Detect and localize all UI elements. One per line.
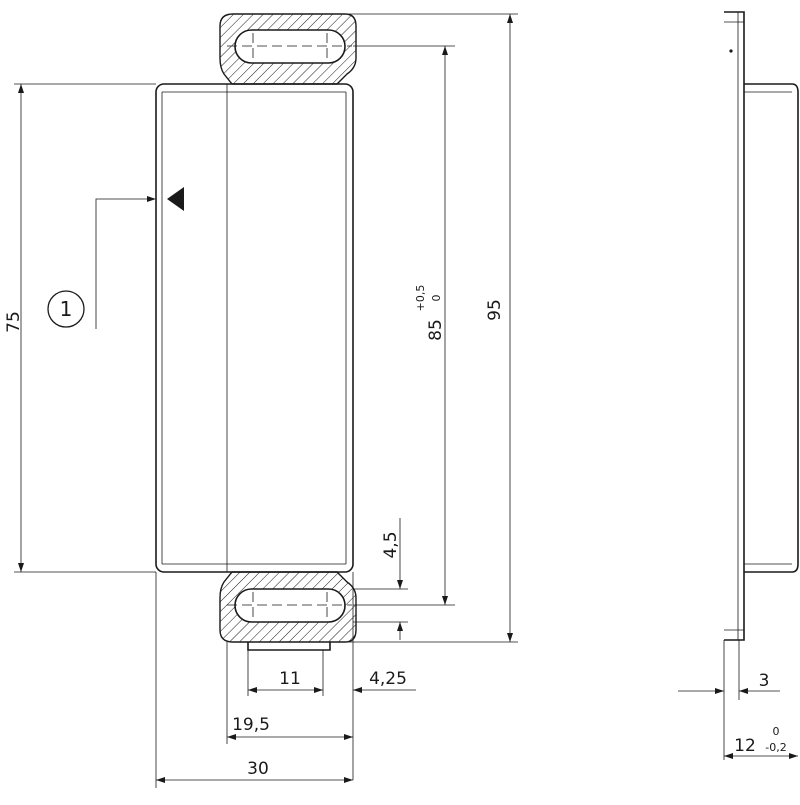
dimension-19-5: 19,5 (226, 642, 353, 744)
dim-label-95: 95 (485, 299, 505, 321)
housing-body (155, 83, 354, 573)
side-view-dot (729, 49, 733, 53)
dim-label-3: 3 (759, 671, 770, 691)
dim-label-12: 12 (734, 736, 756, 756)
dimension-95: 95 (345, 13, 518, 643)
dim-label-4-25: 4,25 (369, 669, 407, 689)
upper-mounting-slot (234, 29, 346, 64)
front-view (155, 13, 357, 651)
dim-label-30: 30 (247, 759, 269, 779)
callout-number: 1 (60, 297, 73, 321)
lower-mounting-slot (234, 588, 346, 623)
dim-12-tolerance-lower: -0,2 (765, 741, 786, 754)
callout-circle (47, 290, 85, 328)
dim-12-tolerance-upper: 0 (773, 725, 780, 738)
dimension-30: 30 (155, 572, 353, 788)
dimension-11-and-4-25: 11 4,25 (247, 572, 416, 780)
dimension-4-5: 4,5 (353, 518, 408, 640)
dimension-85: 85 +0,5 0 (353, 45, 455, 606)
callout-arrowhead (147, 196, 156, 202)
dim-85-tolerance-lower: 0 (430, 295, 443, 302)
dim-label-4-5: 4,5 (381, 531, 401, 558)
dimension-12: 12 0 -0,2 (724, 725, 798, 759)
dim-label-19-5: 19,5 (232, 715, 270, 735)
dim-label-85: 85 (426, 319, 446, 341)
sensing-face-triangle-icon (167, 187, 184, 211)
dim-85-tolerance-upper: +0,5 (414, 285, 427, 312)
side-mounting-plate (724, 11, 745, 641)
dim-label-11: 11 (279, 669, 301, 689)
dim-label-75: 75 (4, 311, 24, 333)
dimension-75: 75 (4, 83, 156, 573)
side-housing-profile (744, 83, 799, 573)
dimension-3: 3 (678, 640, 780, 760)
lower-foot (247, 642, 331, 651)
side-view (724, 11, 799, 641)
callout-leader-line (95, 198, 154, 329)
callout-1: 1 (47, 196, 156, 329)
